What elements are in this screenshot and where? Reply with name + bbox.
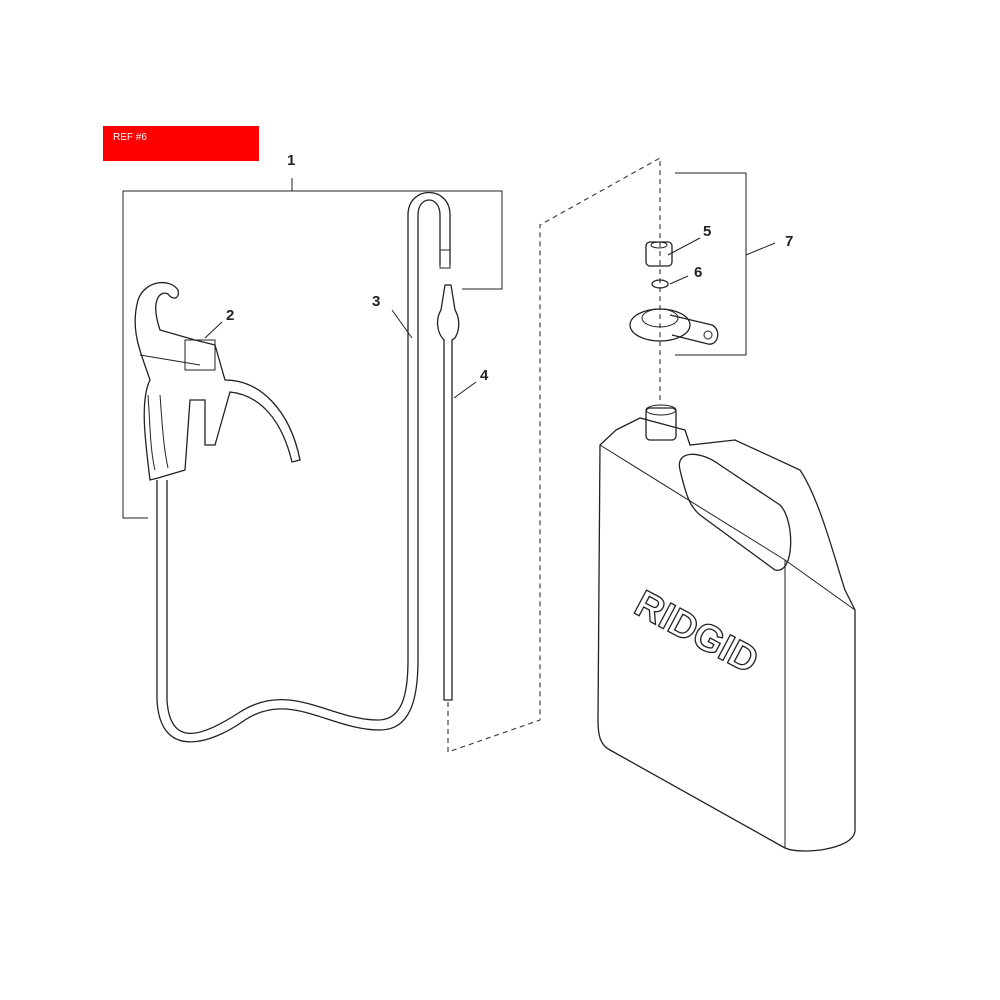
hose	[156, 192, 451, 743]
leader-4	[453, 381, 477, 399]
brand-logo: RIDGID	[628, 583, 765, 683]
callout-5: 5	[703, 223, 711, 240]
leader-3	[391, 309, 413, 339]
callout-2: 2	[226, 307, 234, 324]
callout-1: 1	[287, 152, 295, 169]
ref-label: REF #6	[113, 132, 147, 143]
cap-assembly	[629, 172, 776, 356]
bracket-1	[122, 178, 503, 519]
pickup-tube	[436, 156, 661, 753]
callout-3: 3	[372, 293, 380, 310]
ref-label-box: REF #6	[103, 126, 259, 161]
callout-7: 7	[785, 233, 793, 250]
callout-6: 6	[694, 264, 702, 281]
spray-gun	[134, 281, 301, 481]
leader-2	[204, 321, 223, 339]
fluid-jug: RIDGID	[597, 404, 856, 852]
callout-4: 4	[480, 367, 489, 384]
